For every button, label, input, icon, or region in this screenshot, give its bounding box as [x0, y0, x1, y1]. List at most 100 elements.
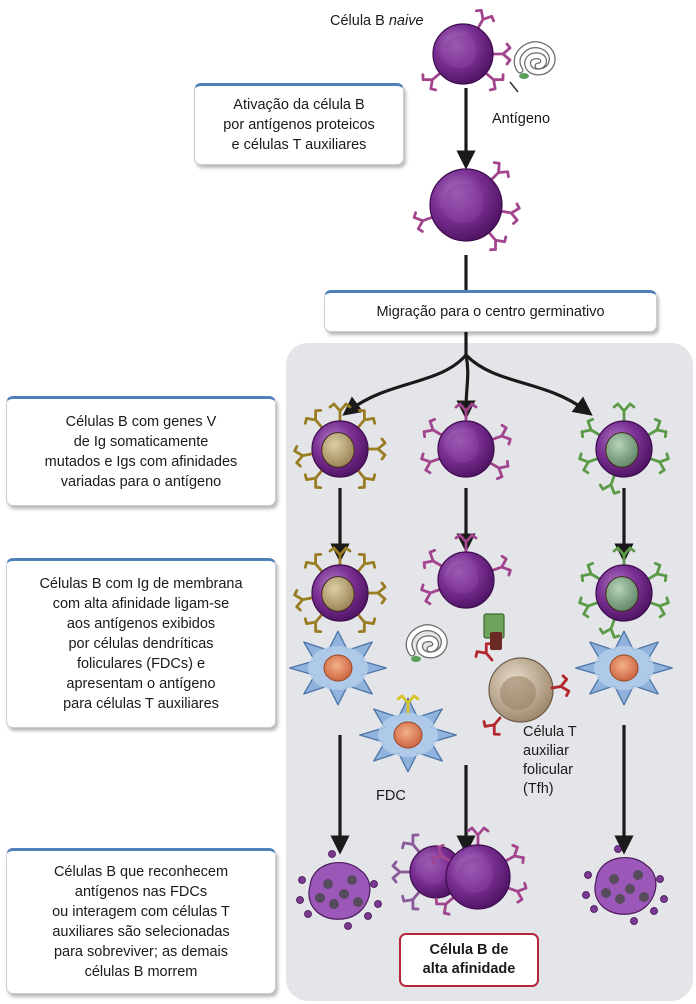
- step-migration-box: Migração para o centro germinativo: [324, 290, 657, 332]
- step-selection-box: Células B que reconhecem antígenos nas F…: [6, 848, 276, 994]
- bcr-receptor: [612, 402, 636, 422]
- bcr-receptor: [412, 211, 433, 233]
- bcr-receptor: [580, 561, 601, 583]
- activated-b-cell: [412, 161, 521, 252]
- mutated-line: Células B com genes V: [65, 414, 217, 430]
- germinal-center-panel: [286, 343, 693, 1001]
- bcr-receptor: [490, 161, 510, 181]
- naive-b-cell-label: Célula B naive: [330, 12, 424, 31]
- surviving-b-cell: [431, 826, 528, 916]
- bcr-receptor: [357, 613, 377, 634]
- b-cell-low-affinity-2: [293, 546, 387, 634]
- bcr-receptor: [401, 891, 421, 911]
- fdc-cell-left: [289, 630, 387, 706]
- binding-line: aos antígenos exibidos: [66, 616, 216, 632]
- bcr-receptor: [420, 583, 441, 606]
- bcr-receptor: [422, 548, 443, 570]
- result-line: alta afinidade: [422, 961, 516, 977]
- bcr-receptor: [647, 417, 668, 439]
- yellow-receptor: [396, 694, 420, 714]
- b-cell-green-affinity-2: [578, 546, 670, 639]
- tfh-line: (Tfh): [523, 781, 554, 797]
- bcr-receptor: [580, 417, 601, 439]
- binding-line: por células dendríticas: [68, 636, 214, 652]
- binding-line: para células T auxiliares: [63, 696, 219, 712]
- b-cell-green-affinity: [578, 402, 670, 495]
- bcr-receptor: [649, 596, 670, 619]
- step-mutated-text: Células B com genes V de Ig somaticament…: [45, 412, 238, 492]
- antigen-label: Antígeno: [492, 111, 551, 127]
- activation-line: por antígenos proteicos: [223, 117, 375, 133]
- selection-line: para sobreviver; as demais: [53, 944, 229, 960]
- bcr-receptor: [357, 469, 377, 490]
- bcr-receptor: [303, 613, 323, 634]
- bcr-receptor: [367, 581, 387, 605]
- bcr-receptor: [491, 554, 512, 577]
- selection-line: ou interagem com células T: [52, 904, 230, 920]
- tfh-line: auxiliar: [523, 743, 569, 759]
- bcr-receptor: [505, 843, 525, 865]
- bcr-receptor: [357, 552, 377, 573]
- bcr-receptor: [474, 642, 494, 662]
- step-activation-box: Ativação da célula B por antígenos prote…: [194, 83, 404, 165]
- activation-line: Ativação da célula B: [233, 97, 365, 113]
- tfh-cell: [474, 613, 571, 736]
- fdc-cell-right: [575, 630, 673, 706]
- bcr-receptor: [492, 42, 512, 66]
- selection-line: auxiliares são selecionadas: [52, 924, 230, 940]
- step-mutated-box: Células B com genes V de Ig somaticament…: [6, 396, 276, 506]
- naive-label-italic: naive: [388, 13, 424, 29]
- mutated-line: de Ig somaticamente: [73, 434, 209, 450]
- bcr-receptor: [293, 445, 313, 468]
- step-activation-text: Ativação da célula B por antígenos prote…: [223, 95, 375, 155]
- bcr-receptor: [578, 596, 599, 619]
- tfh-label: Célula T auxiliar folicular (Tfh): [523, 723, 577, 799]
- migration-text: Migração para o centro germinativo: [376, 304, 605, 320]
- bcr-receptor: [598, 618, 621, 639]
- binding-line: apresentam o antígeno: [66, 676, 216, 692]
- b-cell-high-affinity: [420, 533, 512, 609]
- binding-line: Células B com Ig de membrana: [39, 576, 243, 592]
- naive-b-cell: [421, 8, 512, 92]
- bcr-receptor: [489, 459, 510, 481]
- bcr-receptor: [649, 452, 670, 475]
- result-line: Célula B de: [429, 942, 509, 958]
- bcr-receptor: [367, 437, 387, 461]
- bcr-receptor: [396, 694, 420, 714]
- selection-line: antígenos nas FDCs: [74, 884, 208, 900]
- bcr-receptor: [482, 716, 502, 736]
- bcr-receptor: [391, 860, 411, 884]
- dying-b-cell-left: [296, 850, 382, 930]
- tfh-line: Célula T: [523, 724, 577, 740]
- bcr-receptor: [303, 408, 323, 429]
- step-selection-text: Células B que reconhecem antígenos nas F…: [52, 862, 230, 982]
- bcr-receptor: [303, 552, 323, 573]
- selection-line: Células B que reconhecem: [53, 864, 229, 880]
- bcr-receptor: [598, 474, 621, 495]
- high-affinity-result-box: Célula B de alta afinidade: [399, 933, 539, 987]
- bcr-receptor: [431, 843, 451, 865]
- antigen-icon: [513, 41, 556, 79]
- bcr-receptor: [474, 8, 496, 29]
- selection-line: células B morrem: [84, 964, 198, 980]
- step-binding-box: Células B com Ig de membrana com alta af…: [6, 558, 276, 728]
- bcr-receptor: [454, 533, 478, 553]
- mutated-line: mutados e Igs com afinidades: [44, 454, 238, 470]
- binding-line: com alta afinidade ligam-se: [52, 596, 230, 612]
- bcr-receptor: [357, 408, 377, 429]
- bcr-receptor: [401, 833, 421, 853]
- flow-arrows: [330, 81, 634, 855]
- mutated-line: variadas para o antígeno: [60, 474, 222, 490]
- bcr-receptor: [485, 72, 505, 92]
- bcr-receptor: [303, 469, 323, 490]
- step-binding-text: Células B com Ig de membrana com alta af…: [39, 574, 242, 714]
- bcr-receptor: [612, 546, 636, 566]
- bcr-receptor: [647, 561, 668, 583]
- bcr-receptor: [501, 202, 521, 225]
- bcr-receptor: [293, 589, 313, 612]
- bcr-receptor: [578, 452, 599, 475]
- naive-label-prefix: Célula B: [330, 13, 385, 29]
- fdc-cell-center: [359, 697, 457, 773]
- bcr-receptor: [550, 674, 571, 697]
- bcr-receptor: [491, 423, 512, 446]
